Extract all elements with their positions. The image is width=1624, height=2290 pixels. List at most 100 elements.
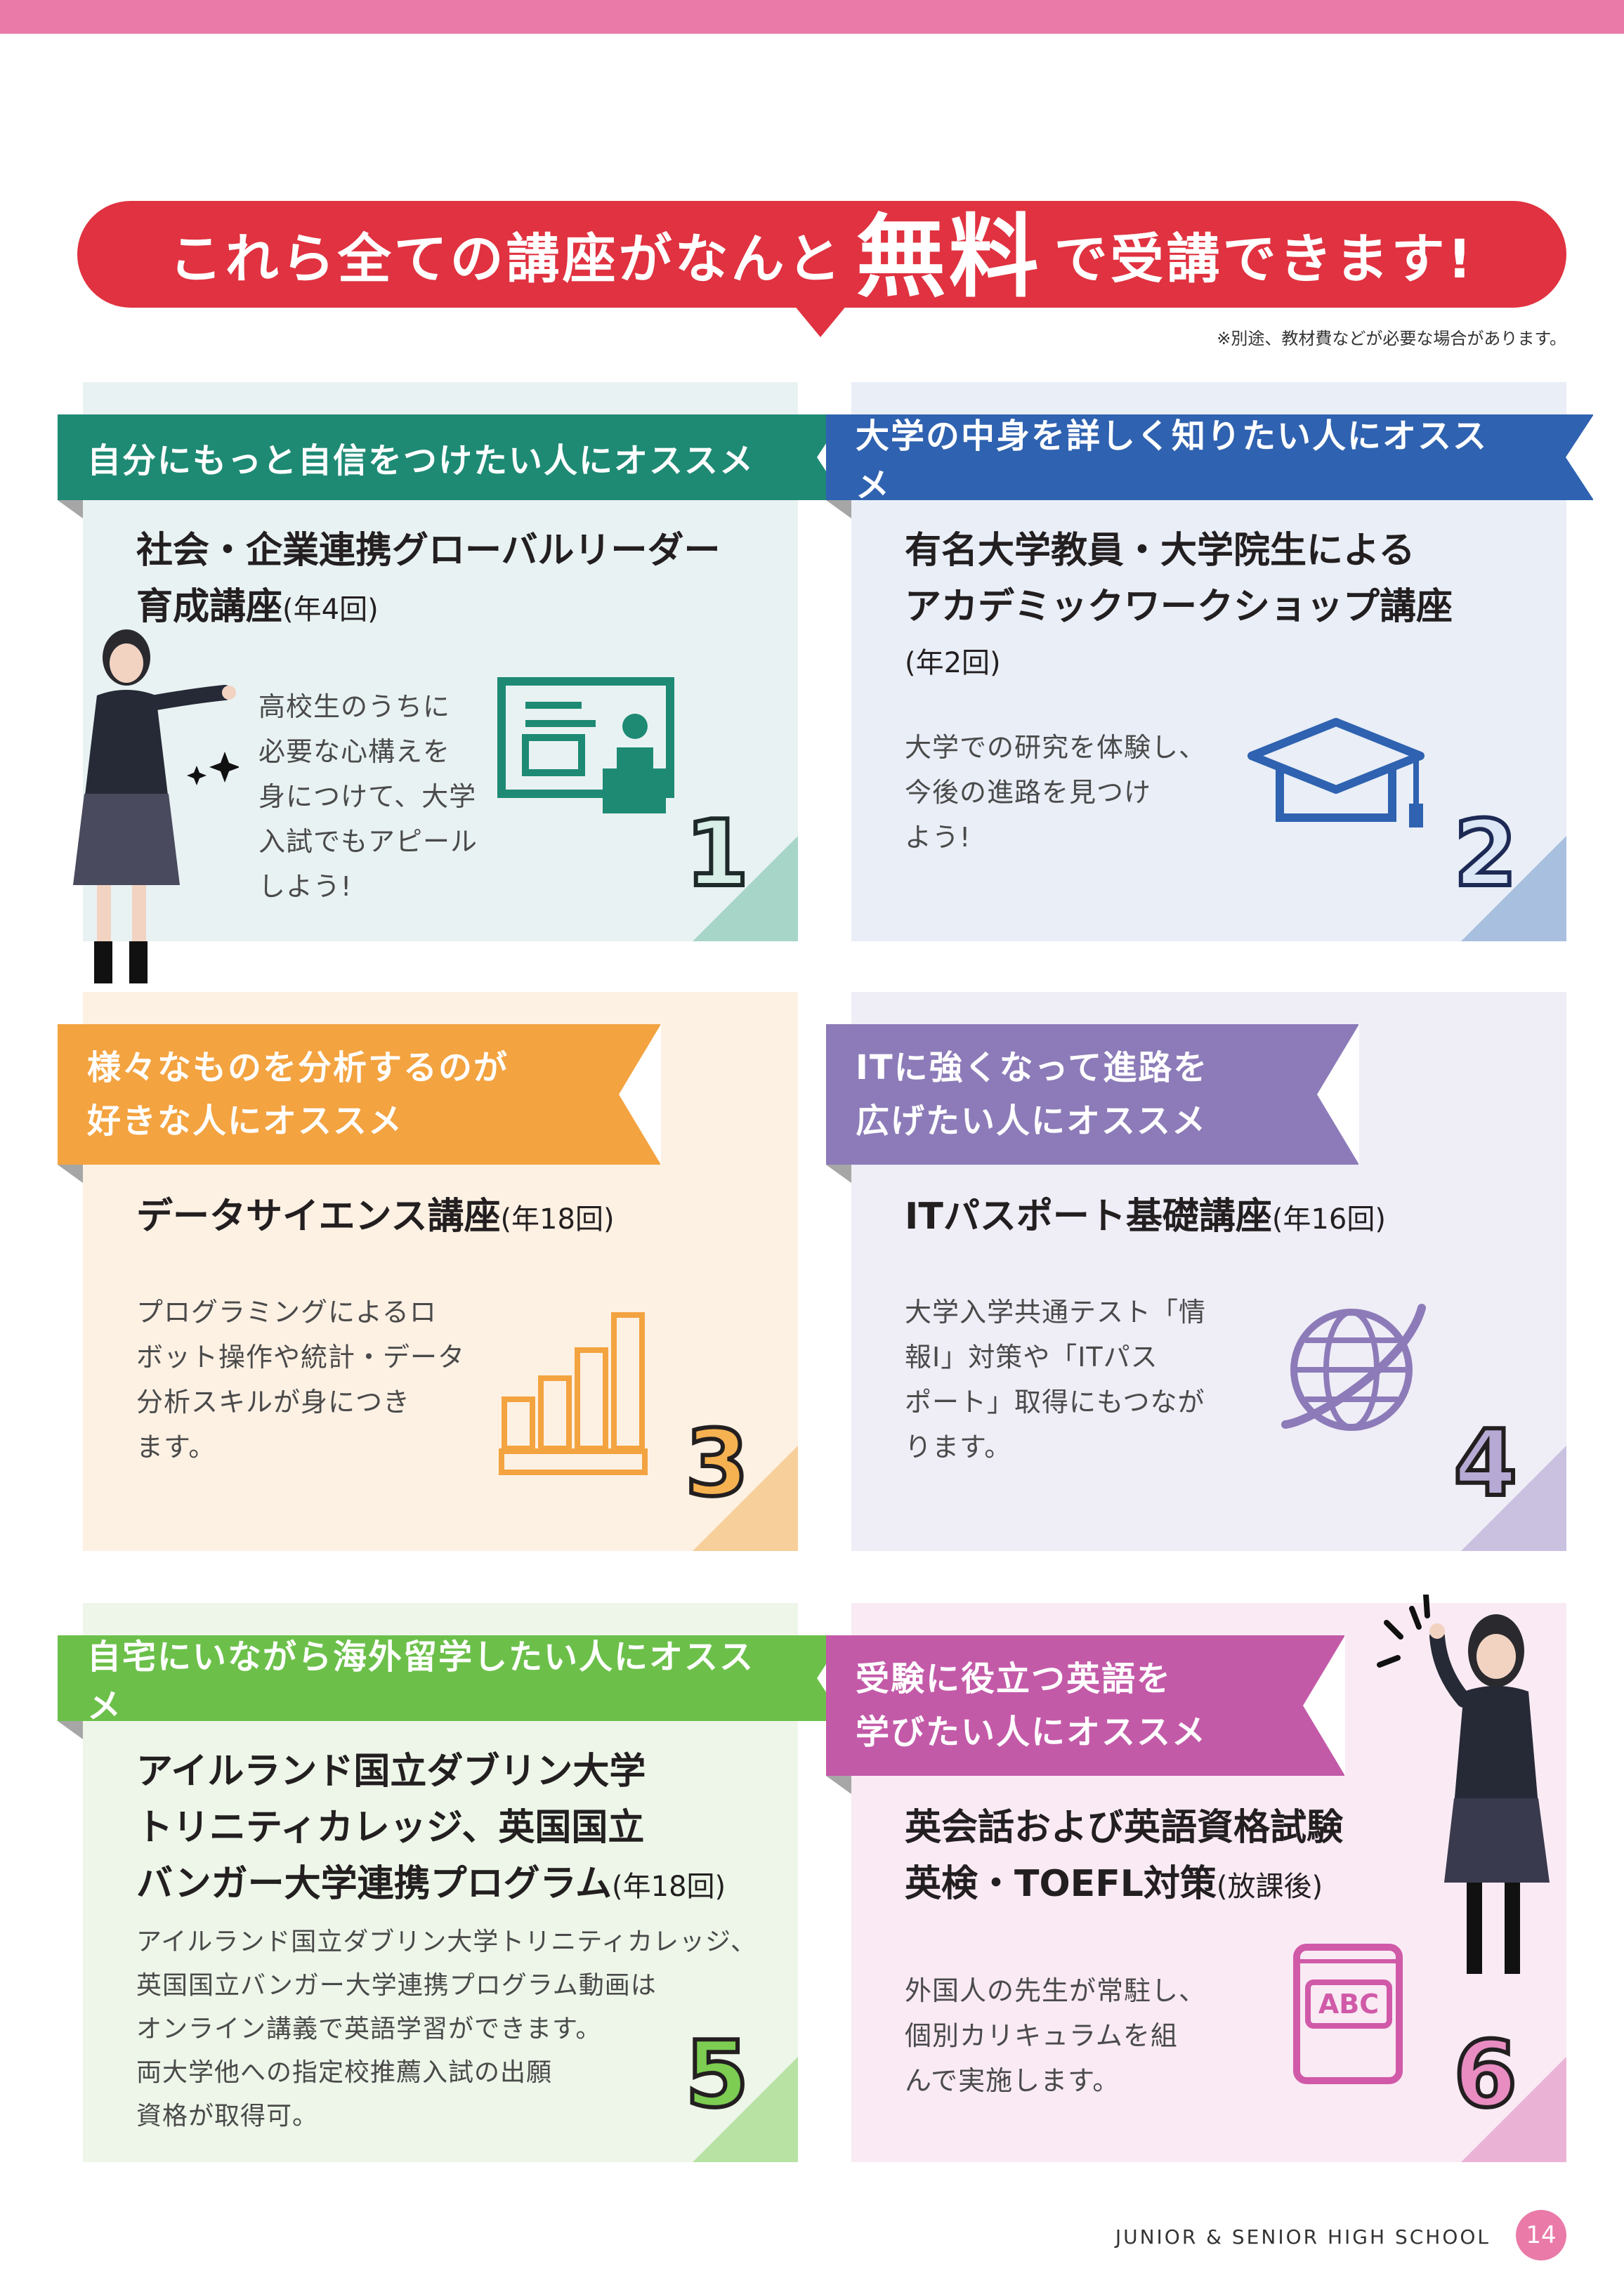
ribbon-text: 自分にもっと自信をつけたい人にオススメ	[87, 441, 755, 480]
student-photo-left	[73, 629, 239, 983]
course-title-text: 英検・TOEFL対策	[905, 1863, 1217, 1905]
card-ribbon: 自分にもっと自信をつけたい人にオススメ	[58, 414, 845, 518]
course-title: 社会・企業連携グローバルリーダー 育成講座(年4回)	[136, 523, 720, 638]
course-title: アイルランド国立ダブリン大学 トリニティカレッジ、英国国立 バンガー大学連携プロ…	[136, 1743, 726, 1915]
ribbon-fold	[58, 500, 83, 518]
course-title: ITパスポート基礎講座(年16回)	[905, 1189, 1386, 1248]
course-description: 大学での研究を体験し、 今後の進路を見つけ よう!	[905, 725, 1206, 860]
desc-line: よう!	[905, 822, 971, 853]
ribbon-notch	[1317, 1024, 1359, 1165]
ribbon-text: ITに強くなって進路を	[856, 1048, 1209, 1087]
desc-line: 報Ⅰ」対策や「ITパス	[905, 1342, 1158, 1373]
course-title-text: データサイエンス講座	[136, 1196, 501, 1238]
ribbon-text: 学びたい人にオススメ	[856, 1713, 1207, 1752]
desc-line: 英国国立バンガー大学連携プログラム動画は	[136, 1971, 657, 2000]
course-title-text: 育成講座	[136, 586, 283, 628]
ribbon-notch	[1303, 1635, 1345, 1776]
ribbon-text: 好きな人にオススメ	[87, 1101, 404, 1141]
course-title-line: 英検・TOEFL対策(放課後)	[905, 1856, 1343, 1915]
course-description: 高校生のうちに 必要な心構えを 身につけて、大学 入試でもアピール しよう!	[258, 684, 478, 909]
ribbon-notch	[1566, 414, 1594, 500]
desc-line: オンライン講義で英語学習ができます。	[136, 2015, 602, 2043]
page-number: 14	[1516, 2210, 1566, 2260]
course-card-4: ITに強くなって進路を 広げたい人にオススメ ITパスポート基礎講座(年16回)…	[826, 992, 1566, 1551]
card-number: 3	[683, 1410, 752, 1517]
card-ribbon: 自宅にいながら海外留学したい人にオススメ	[58, 1635, 845, 1739]
desc-line: 必要な心構えを	[258, 736, 451, 767]
card-number: 2	[1452, 800, 1520, 907]
corner-fold	[1461, 836, 1566, 941]
course-title-line: バンガー大学連携プログラム(年18回)	[136, 1856, 726, 1915]
corner-fold	[693, 836, 798, 941]
card-number: 6	[1452, 2021, 1520, 2128]
corner-fold	[1461, 1446, 1566, 1551]
course-card-3: 様々なものを分析するのが 好きな人にオススメ データサイエンス講座(年18回) …	[58, 992, 798, 1551]
desc-line: 身につけて、大学	[258, 781, 477, 812]
desc-line: アイルランド国立ダブリン大学トリニティカレッジ、	[136, 1928, 757, 1956]
corner-fold	[1461, 2057, 1566, 2162]
desc-line: 高校生のうちに	[258, 691, 451, 722]
ribbon-text: 大学の中身を詳しく知りたい人にオススメ	[856, 417, 1488, 505]
desc-line: 入試でもアピール	[258, 826, 478, 857]
ribbon-text: 様々なものを分析するのが	[87, 1048, 509, 1087]
headline-emphasis: 無料	[856, 204, 1042, 310]
ribbon-fold	[58, 1165, 83, 1183]
course-description: アイルランド国立ダブリン大学トリニティカレッジ、 英国国立バンガー大学連携プログ…	[136, 1921, 757, 2138]
desc-line: ボット操作や統計・データ	[136, 1342, 466, 1373]
book-label: ABC	[1318, 1989, 1379, 2020]
headline-after: で受講できます!	[1054, 228, 1475, 290]
corner-fold	[693, 1446, 798, 1551]
presentation-board-icon	[497, 677, 674, 813]
course-description: プログラミングによるロ ボット操作や統計・データ 分析スキルが身につき ます。	[136, 1290, 465, 1470]
course-title: 英会話および英語資格試験 英検・TOEFL対策(放課後)	[905, 1800, 1343, 1915]
course-title-sub: (年4回)	[282, 594, 379, 626]
course-title-sub: (年2回)	[905, 647, 1001, 679]
card-ribbon: 様々なものを分析するのが 好きな人にオススメ	[58, 1024, 661, 1183]
course-title-text: ITパスポート基礎講座	[905, 1196, 1272, 1238]
card-ribbon: ITに強くなって進路を 広げたい人にオススメ	[826, 1024, 1359, 1183]
ribbon-fold	[58, 1721, 83, 1739]
desc-line: しよう!	[258, 871, 353, 902]
course-title-sub: (放課後)	[1216, 1871, 1323, 1903]
course-card-2: 大学の中身を詳しく知りたい人にオススメ 有名大学教員・大学院生による アカデミッ…	[826, 382, 1594, 941]
course-title-sub: (年18回)	[500, 1203, 615, 1236]
course-title-line: トリニティカレッジ、英国国立	[136, 1807, 645, 1849]
desc-line: 大学での研究を体験し、	[905, 732, 1207, 763]
course-card-1: 自分にもっと自信をつけたい人にオススメ 社会・企業連携グローバルリーダー 育成講…	[58, 382, 845, 941]
card-ribbon: 大学の中身を詳しく知りたい人にオススメ	[826, 414, 1594, 518]
desc-line: 資格が取得可。	[136, 2102, 319, 2131]
course-description: 大学入学共通テスト「情 報Ⅰ」対策や「ITパス ポート」取得にもつなが ります。	[905, 1290, 1206, 1470]
desc-line: 今後の進路を見つけ	[905, 777, 1152, 808]
course-title-line: データサイエンス講座(年18回)	[136, 1189, 615, 1248]
desc-line: 分析スキルが身につき	[136, 1387, 411, 1418]
graduation-cap-icon	[1248, 718, 1425, 827]
footnote: ※別途、教材費などが必要な場合があります。	[1217, 329, 1566, 348]
course-title-line: アカデミックワークショップ講座	[905, 586, 1453, 628]
top-color-bar	[0, 0, 1624, 34]
card-number: 5	[683, 2021, 752, 2128]
course-title-line: 有名大学教員・大学院生による	[905, 530, 1415, 572]
desc-line: 大学入学共通テスト「情	[905, 1297, 1207, 1328]
desc-line: ります。	[905, 1432, 1012, 1463]
ribbon-fold	[826, 1165, 851, 1183]
card-ribbon: 受験に役立つ英語を 学びたい人にオススメ	[826, 1635, 1345, 1794]
ribbon-text: 自宅にいながら海外留学したい人にオススメ	[87, 1637, 755, 1726]
desc-line: んで実施します。	[905, 2065, 1120, 2096]
course-card-5: 自宅にいながら海外留学したい人にオススメ アイルランド国立ダブリン大学 トリニテ…	[58, 1603, 845, 2162]
card-number: 4	[1452, 1410, 1520, 1517]
course-title-line: 英会話および英語資格試験	[905, 1807, 1344, 1849]
student-photo-right	[1377, 1595, 1550, 1974]
headline-before: これら全ての講座がなんと	[169, 228, 844, 290]
course-title-line: 社会・企業連携グローバルリーダー	[136, 530, 721, 572]
desc-line: プログラミングによるロ	[136, 1297, 437, 1328]
course-title-sub: (年16回)	[1271, 1203, 1386, 1236]
course-title-line: ITパスポート基礎講座(年16回)	[905, 1189, 1386, 1248]
headline-banner: これら全ての講座がなんと 無料 で受講できます!	[77, 201, 1566, 310]
desc-line: ポート」取得にもつなが	[905, 1387, 1205, 1418]
bar-chart-icon	[499, 1312, 648, 1475]
course-title-sub: (年18回)	[612, 1871, 726, 1903]
ribbon-fold	[826, 1776, 851, 1794]
ribbon-text: 広げたい人にオススメ	[856, 1101, 1207, 1141]
desc-line: 個別カリキュラムを組	[905, 2020, 1178, 2051]
ribbon-notch	[619, 1024, 661, 1165]
